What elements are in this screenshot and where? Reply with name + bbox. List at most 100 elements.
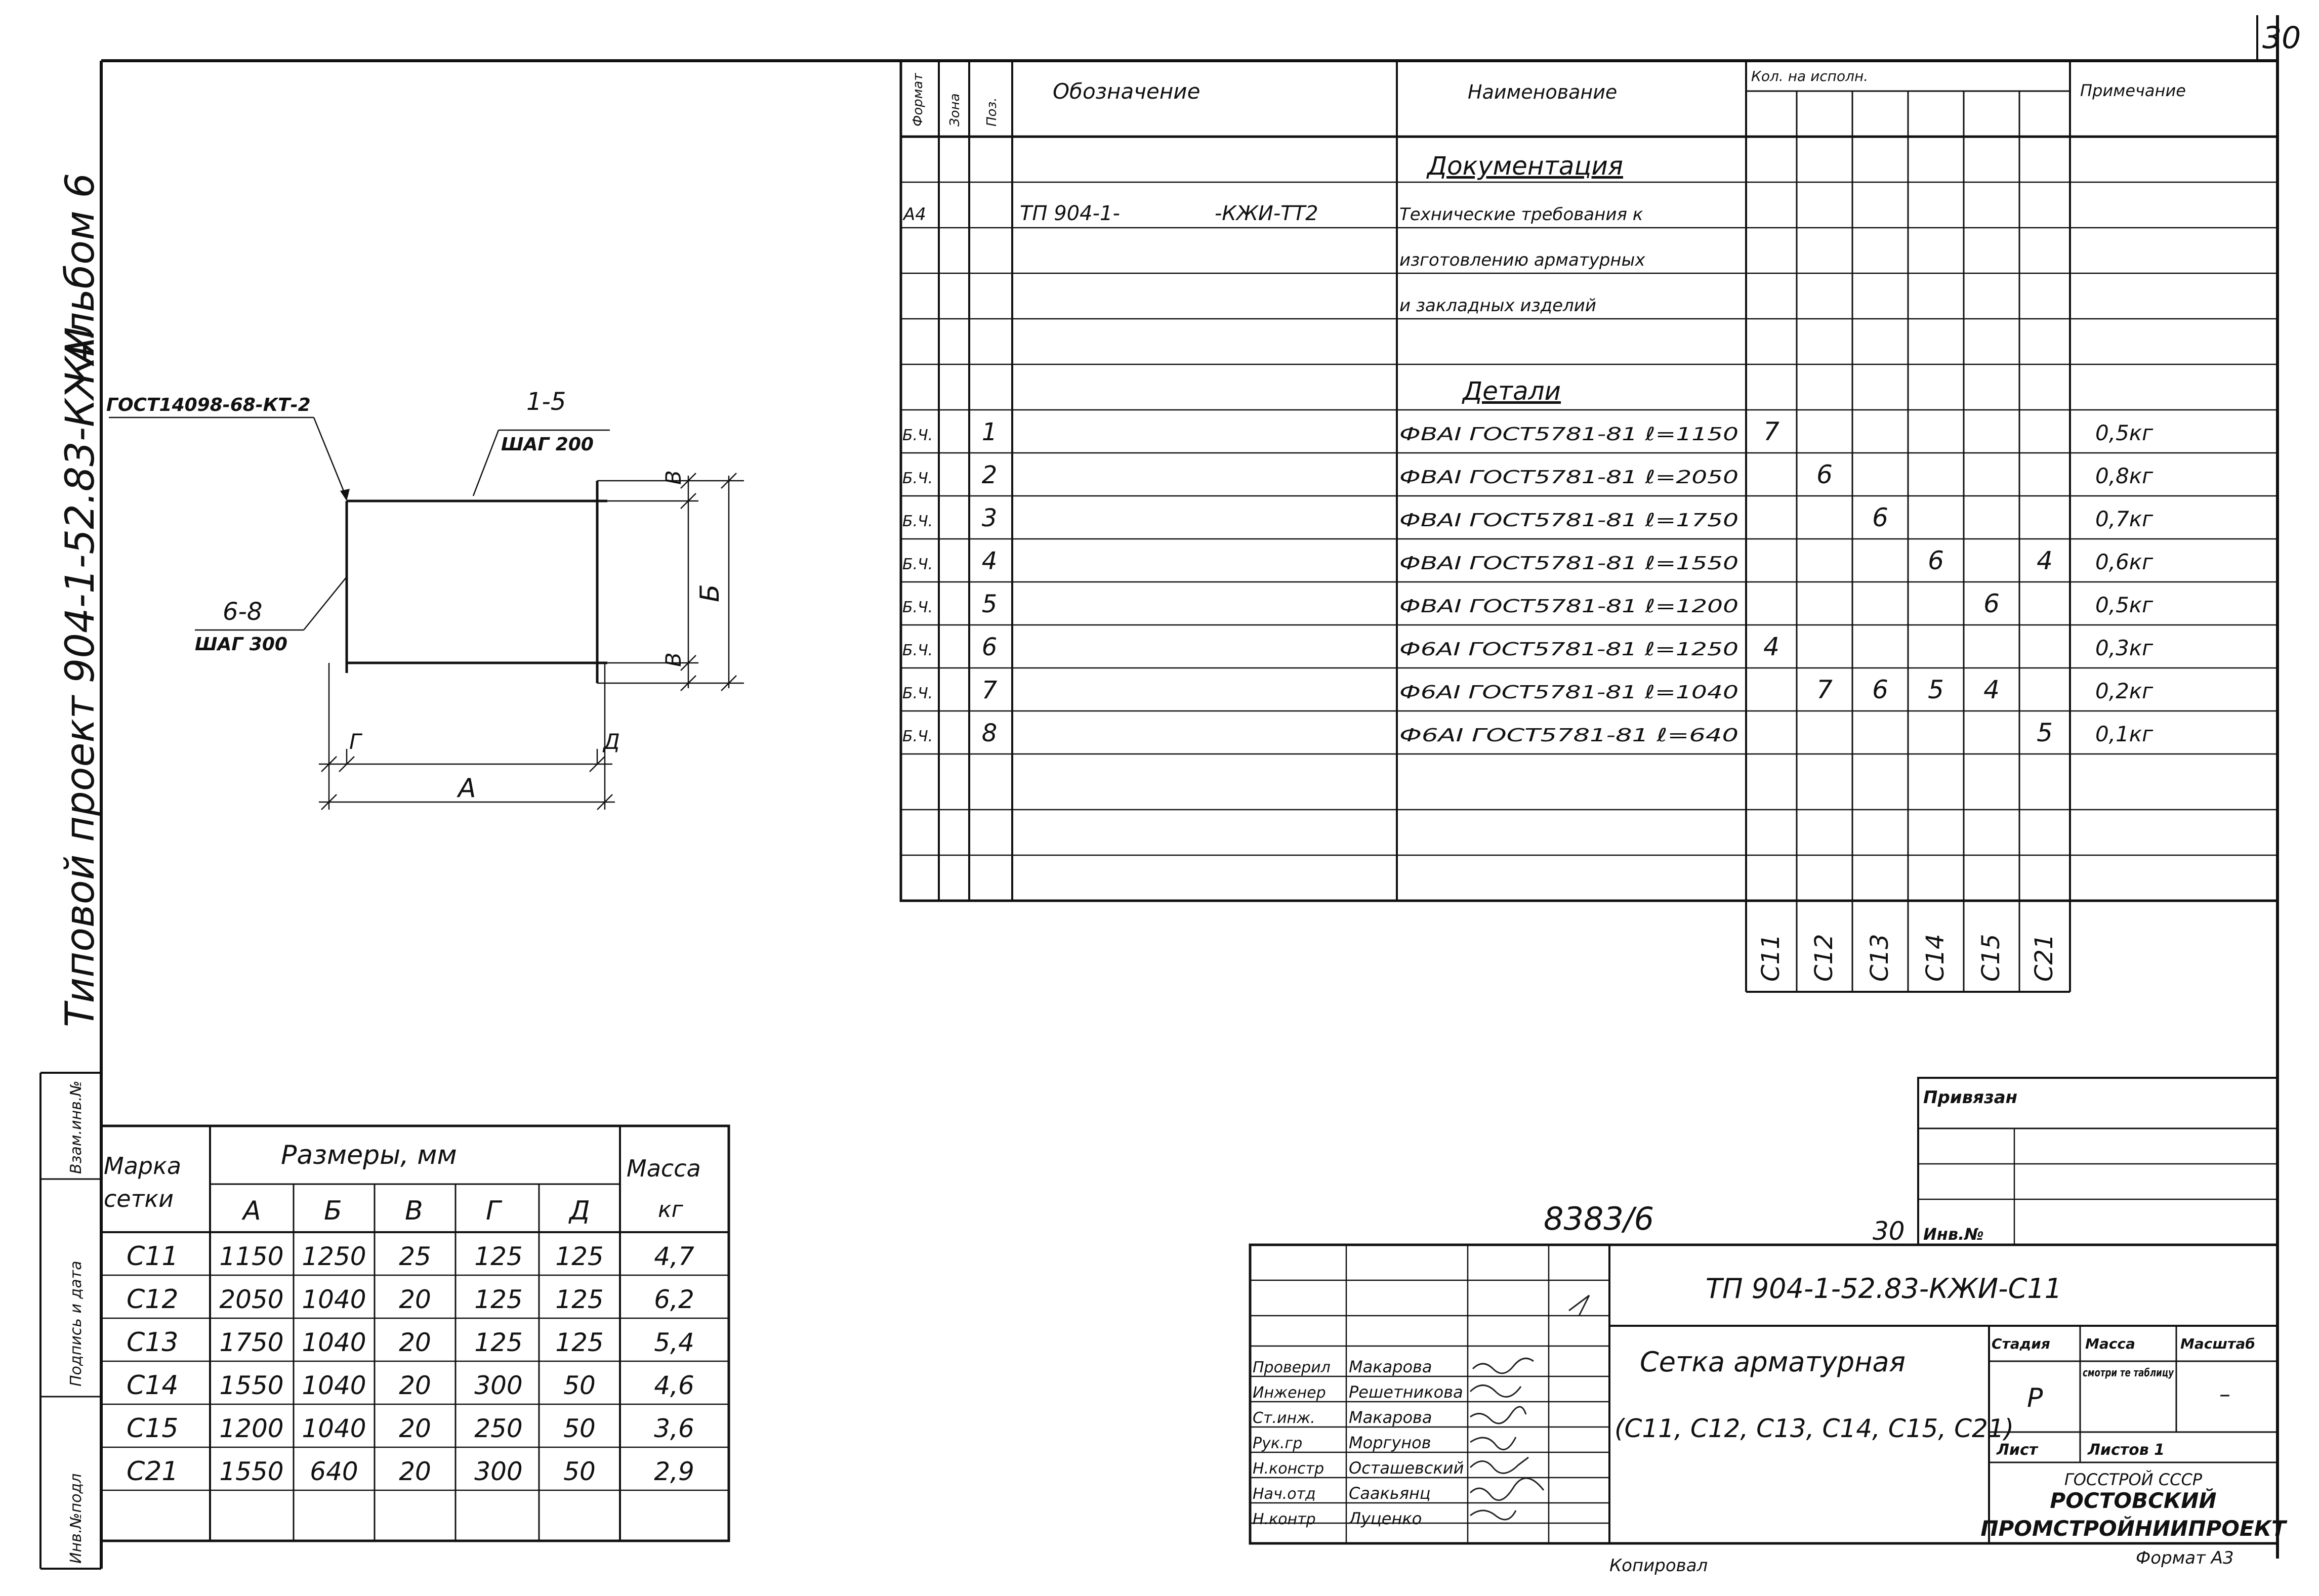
spec-row-pos: 7: [982, 676, 998, 704]
sizes-header-mass2: кг: [658, 1197, 684, 1223]
org-line: ПРОМСТРОЙНИИПРОЕКТ: [1980, 1516, 2288, 1541]
sizes-row-mark: С13: [127, 1327, 178, 1358]
spec-row-qty: 6: [1983, 589, 2000, 618]
drawing-subtitle: (С11, С12, С13, С14, С15, С21): [1614, 1414, 2014, 1443]
sizes-row-mark: С12: [127, 1284, 178, 1315]
bars-top-step: ШАГ 200: [501, 434, 594, 455]
dim-g: Г: [349, 729, 363, 754]
spec-row-qty: 5: [2037, 718, 2053, 747]
spec-row-note: 0,5кг: [2095, 421, 2154, 445]
side-cell-label: Взам.инв.№: [67, 1080, 85, 1174]
sizes-sub-header: Б: [324, 1196, 342, 1226]
sizes-row-cell: 50: [563, 1457, 596, 1486]
sizes-sub-header: Д: [568, 1196, 590, 1226]
archive-number: 8383/6: [1544, 1200, 1654, 1237]
drawing-code: ТП 904-1-52.83-КЖИ-С11: [1706, 1273, 2062, 1305]
sizes-row-cell: 1250: [302, 1242, 366, 1271]
spec-header-designation: Обозначение: [1053, 79, 1200, 104]
spec-row-pos: 3: [982, 504, 998, 532]
sizes-row-cell: 1040: [302, 1414, 366, 1443]
stage-header: Стадия: [1992, 1335, 2050, 1352]
sizes-row-cell: 125: [474, 1242, 522, 1271]
spec-section-docs: Документация: [1426, 151, 1623, 181]
sizes-header-mark: Марка: [104, 1152, 181, 1180]
spec-row-pos: 2: [982, 461, 998, 489]
sizes-row-cell: 125: [474, 1328, 522, 1357]
staff-name: Решетникова: [1349, 1382, 1463, 1402]
sizes-row-cell: 20: [399, 1328, 431, 1357]
sizes-row-cell: 125: [555, 1285, 603, 1314]
sizes-row-cell: 20: [399, 1285, 431, 1314]
spec-row-name: ФВАI ГОСТ5781-81 ℓ=1550: [1399, 553, 1738, 574]
spec-row-qty: 4: [1763, 632, 1779, 661]
spec-row-format: Б.Ч.: [902, 470, 933, 487]
sizes-row-cell: 25: [399, 1242, 431, 1271]
spec-row-qty: 5: [1928, 675, 1944, 704]
qty-col-label: С11: [1757, 934, 1785, 982]
archive-page: 30: [1873, 1216, 1905, 1246]
spec-row-name: ФВАI ГОСТ5781-81 ℓ=1200: [1399, 596, 1738, 617]
staff-name: Макарова: [1349, 1357, 1432, 1376]
spec-row-pos: 8: [982, 719, 998, 747]
sizes-row-mark: С14: [127, 1370, 178, 1401]
spec-header-qty: Кол. на исполн.: [1751, 68, 1868, 85]
sizes-row-cell: 125: [474, 1285, 522, 1314]
spec-row-pos: 5: [982, 590, 998, 618]
staff-name: Макарова: [1349, 1408, 1432, 1427]
spec-row-note: 0,1кг: [2095, 722, 2154, 746]
spec-row-format: Б.Ч.: [902, 685, 933, 702]
drawing-title: Сетка арматурная: [1640, 1346, 1906, 1378]
sheet-corner-number: 30: [2262, 20, 2301, 56]
privyazan-label: Привязан: [1923, 1087, 2017, 1108]
spec-row-qty: 6: [1928, 546, 1944, 575]
spec-section-parts: Детали: [1462, 376, 1561, 406]
spec-row-note: 0,2кг: [2095, 679, 2154, 703]
sizes-row-cell: 20: [399, 1371, 431, 1400]
sizes-sub-header: Г: [486, 1196, 503, 1226]
staff-role: Ст.инж.: [1253, 1409, 1315, 1427]
spec-row-format: Б.Ч.: [902, 642, 933, 659]
sizes-header-mass: Масса: [627, 1155, 701, 1182]
side-cell-label: Подпись и дата: [67, 1261, 85, 1387]
project-label: Типовой проект 904-1-52.83-КЖИ: [58, 327, 103, 1027]
sizes-row-cell: 1040: [302, 1285, 366, 1314]
staff-role: Проверил: [1253, 1359, 1331, 1376]
staff-name: Луценко: [1348, 1509, 1422, 1528]
dim-v-bottom: В: [661, 652, 686, 667]
dim-d: Д: [602, 729, 620, 754]
org-line: РОСТОВСКИЙ: [2050, 1488, 2216, 1513]
spec-header-format: Формат: [910, 73, 926, 127]
sizes-row-cell: 4,6: [654, 1371, 694, 1400]
mass-value: смотри те таблицу: [2083, 1367, 2174, 1379]
spec-row-qty: 6: [1872, 503, 1888, 532]
staff-role: Нач.отд: [1253, 1485, 1316, 1503]
bars-side-step: ШАГ 300: [195, 634, 287, 655]
sizes-row-cell: 2050: [219, 1285, 283, 1314]
scale-header: Масштаб: [2180, 1335, 2255, 1352]
stage-value: Р: [2027, 1383, 2043, 1413]
spec-doc-designation-suffix: -КЖИ-ТТ2: [1215, 202, 1318, 225]
format-label: Формат А3: [2136, 1548, 2234, 1568]
staff-name: Моргунов: [1349, 1433, 1431, 1452]
sizes-row-cell: 640: [310, 1457, 358, 1486]
spec-row-format: Б.Ч.: [902, 427, 933, 444]
mass-header: Масса: [2085, 1335, 2135, 1352]
qty-col-label: С15: [1977, 934, 2005, 982]
spec-row-name: Ф6АI ГОСТ5781-81 ℓ=640: [1399, 725, 1738, 746]
sizes-row-cell: 125: [555, 1242, 603, 1271]
sizes-sub-header: А: [241, 1196, 261, 1226]
spec-row-pos: 1: [982, 418, 998, 446]
qty-col-label: С13: [1866, 934, 1894, 982]
spec-row-qty: 6: [1872, 675, 1888, 704]
sizes-row-cell: 20: [399, 1457, 431, 1486]
spec-row-pos: 6: [982, 633, 998, 661]
scale-value: –: [2219, 1381, 2230, 1407]
sizes-row-cell: 250: [474, 1414, 522, 1443]
sizes-row-cell: 1040: [302, 1328, 366, 1357]
sizes-row-cell: 3,6: [654, 1414, 694, 1443]
sizes-row-cell: 1550: [219, 1371, 283, 1400]
spec-row-format: Б.Ч.: [902, 513, 933, 530]
staff-role: Инженер: [1253, 1384, 1326, 1402]
